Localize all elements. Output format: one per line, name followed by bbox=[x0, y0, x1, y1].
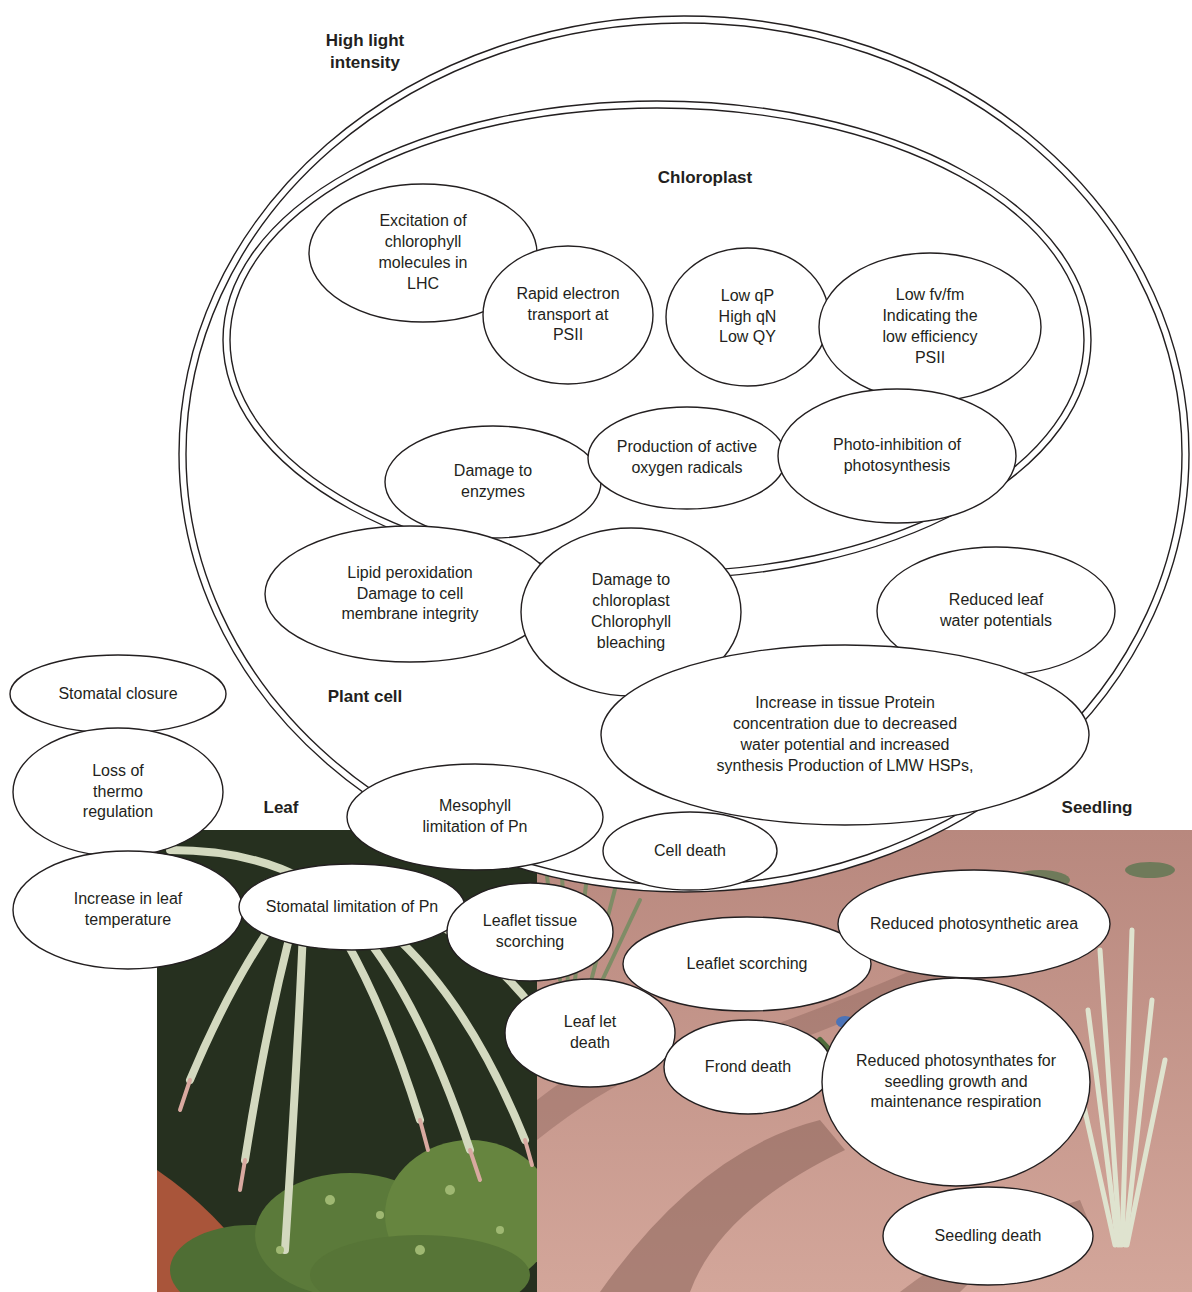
effect-ellipse: Rapid electron transport at PSII bbox=[482, 245, 654, 385]
effect-text: Low qP High qN Low QY bbox=[716, 286, 780, 348]
ellipse-line bbox=[223, 101, 1091, 579]
effect-text: Damage to chloroplast Chlorophyll bleach… bbox=[581, 570, 681, 653]
ellipse-line bbox=[588, 407, 786, 509]
effect-ellipse: Low qP High qN Low QY bbox=[665, 247, 830, 387]
effect-text: Stomatal closure bbox=[58, 684, 177, 705]
ellipse-line bbox=[505, 979, 675, 1087]
effect-text: Excitation of chlorophyll molecules in L… bbox=[373, 211, 473, 294]
ellipse-line bbox=[265, 526, 555, 662]
ellipse-line bbox=[186, 23, 1182, 885]
effect-ellipse: Seedling death bbox=[882, 1186, 1094, 1286]
region-heading-box: Chloroplast bbox=[635, 167, 775, 189]
ellipse-line bbox=[230, 108, 1084, 572]
ellipse-outline bbox=[587, 406, 787, 510]
effect-ellipse: Stomatal limitation of Pn bbox=[238, 863, 466, 951]
effect-ellipse: Frond death bbox=[663, 1019, 833, 1115]
ellipse-line bbox=[10, 655, 226, 733]
effect-ellipse: Increase in leaf temperature bbox=[12, 850, 244, 970]
ellipse-line bbox=[13, 728, 223, 856]
ellipse-outline bbox=[384, 425, 602, 539]
region-heading: Plant cell bbox=[300, 686, 430, 708]
effect-text: Increase in tissue Protein concentration… bbox=[715, 693, 975, 776]
ellipse-line bbox=[385, 426, 601, 538]
effect-text: Reduced leaf water potentials bbox=[937, 590, 1055, 632]
ellipse-line bbox=[347, 764, 603, 870]
effect-text: Leaflet tissue scorching bbox=[480, 911, 580, 953]
effect-text: Loss of thermo regulation bbox=[80, 761, 156, 823]
ellipse-line bbox=[664, 1020, 832, 1114]
effect-ellipse: Damage to enzymes bbox=[384, 425, 602, 539]
photo-label-box: Leaf bbox=[211, 797, 351, 819]
diagram-title: High light intensity bbox=[305, 30, 425, 74]
ellipse-line bbox=[239, 864, 465, 950]
effect-ellipse: Leaf let death bbox=[504, 978, 676, 1088]
ellipse-line bbox=[838, 870, 1110, 978]
ellipse-line bbox=[603, 812, 777, 890]
effect-ellipse: Reduced photosynthates for seedling grow… bbox=[821, 977, 1091, 1187]
effect-ellipse: Photo-inhibition of photosynthesis bbox=[777, 388, 1017, 524]
ellipse-line bbox=[483, 246, 653, 384]
effect-ellipse: Loss of thermo regulation bbox=[12, 727, 224, 857]
effect-text: Reduced photosynthetic area bbox=[870, 914, 1078, 935]
ellipse-line bbox=[13, 851, 243, 969]
effect-text: Low fv/fm Indicating the low efficiency … bbox=[876, 285, 984, 368]
effect-text: Seedling death bbox=[935, 1226, 1042, 1247]
effect-ellipse: Lipid peroxidation Damage to cell membra… bbox=[264, 525, 556, 663]
effect-text: Cell death bbox=[654, 841, 726, 862]
ellipse-outline bbox=[446, 882, 614, 982]
region-heading-box: Plant cell bbox=[300, 686, 430, 708]
effect-ellipse: Mesophyll limitation of Pn bbox=[346, 763, 604, 871]
effect-ellipse: Reduced photosynthetic area bbox=[837, 869, 1111, 979]
photo-label: Leaf bbox=[211, 797, 351, 819]
ellipse-line bbox=[601, 645, 1089, 825]
effect-text: Frond death bbox=[705, 1057, 791, 1078]
ellipse-outline bbox=[504, 978, 676, 1088]
ellipse-line bbox=[623, 917, 871, 1011]
ellipse-outline bbox=[12, 850, 244, 970]
effect-text: Leaf let death bbox=[560, 1012, 620, 1054]
photo-label: Seedling bbox=[1017, 797, 1177, 819]
effect-text: Stomatal limitation of Pn bbox=[266, 897, 439, 918]
effect-ellipse: Low fv/fm Indicating the low efficiency … bbox=[818, 252, 1042, 402]
effect-text: Production of active oxygen radicals bbox=[615, 437, 760, 479]
ellipse-outline bbox=[777, 388, 1017, 524]
ellipse-outline bbox=[600, 644, 1090, 826]
region-ellipse: Plant cell ChloroplastExcitation of chlor… bbox=[178, 15, 1190, 893]
effect-ellipse: Production of active oxygen radicals bbox=[587, 406, 787, 510]
effect-text: Leaflet scorching bbox=[687, 954, 808, 975]
ellipse-line bbox=[822, 978, 1090, 1186]
effect-text: Lipid peroxidation Damage to cell membra… bbox=[340, 563, 480, 625]
effect-text: Damage to enzymes bbox=[448, 461, 538, 503]
effect-text: Rapid electron transport at PSII bbox=[514, 284, 622, 346]
effect-ellipse: Stomatal closure bbox=[9, 654, 227, 734]
ellipse-line bbox=[778, 389, 1016, 523]
effect-text: Mesophyll limitation of Pn bbox=[418, 796, 533, 838]
photo-label-box: Seedling bbox=[1017, 797, 1177, 819]
ellipse-line bbox=[883, 1187, 1093, 1285]
effect-ellipse: Cell death bbox=[602, 811, 778, 891]
region-ellipse: ChloroplastExcitation of chlorophyll mol… bbox=[222, 100, 1092, 580]
region-heading: Chloroplast bbox=[635, 167, 775, 189]
effect-ellipse: Leaflet scorching bbox=[622, 916, 872, 1012]
effect-ellipse: Increase in tissue Protein concentration… bbox=[600, 644, 1090, 826]
effect-text: Reduced photosynthates for seedling grow… bbox=[854, 1051, 1059, 1113]
effect-text: Increase in leaf temperature bbox=[63, 889, 193, 931]
ellipse-line bbox=[179, 16, 1189, 892]
ellipse-outline bbox=[818, 252, 1042, 402]
ellipse-line bbox=[447, 883, 613, 981]
ellipse-line bbox=[819, 253, 1041, 401]
title-box: High light intensity bbox=[305, 30, 425, 74]
ellipse-outline bbox=[346, 763, 604, 871]
ellipse-line bbox=[666, 248, 829, 386]
effect-text: Photo-inhibition of photosynthesis bbox=[832, 435, 962, 477]
effect-ellipse: Leaflet tissue scorching bbox=[446, 882, 614, 982]
